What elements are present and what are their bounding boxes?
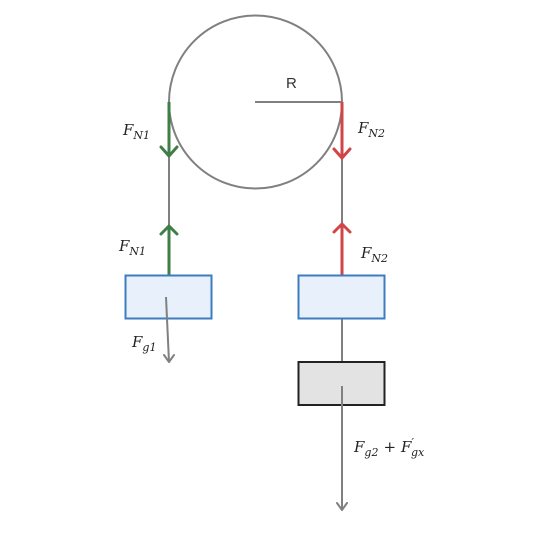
force-arrow-fg2-sum xyxy=(336,386,348,511)
radius-label: R xyxy=(286,75,297,92)
force-arrow-fg1 xyxy=(163,296,175,363)
label-fg2-sum: Fg2+F′gx xyxy=(353,436,425,459)
force-arrow-fn2-bottom xyxy=(332,222,352,275)
label-fn1-bottom: FN1 xyxy=(118,237,146,258)
force-arrow-fn1-bottom xyxy=(159,224,179,275)
label-fn2-top: FN2 xyxy=(357,119,385,140)
right-mass-box xyxy=(297,274,386,320)
left-mass-box xyxy=(124,274,213,320)
label-fn2-bottom: FN2 xyxy=(360,244,388,265)
force-arrow-fn2-top xyxy=(332,102,352,160)
label-fg1: Fg1 xyxy=(131,333,156,354)
force-arrow-fn1-top xyxy=(159,102,179,158)
label-fn1-top: FN1 xyxy=(122,121,150,142)
